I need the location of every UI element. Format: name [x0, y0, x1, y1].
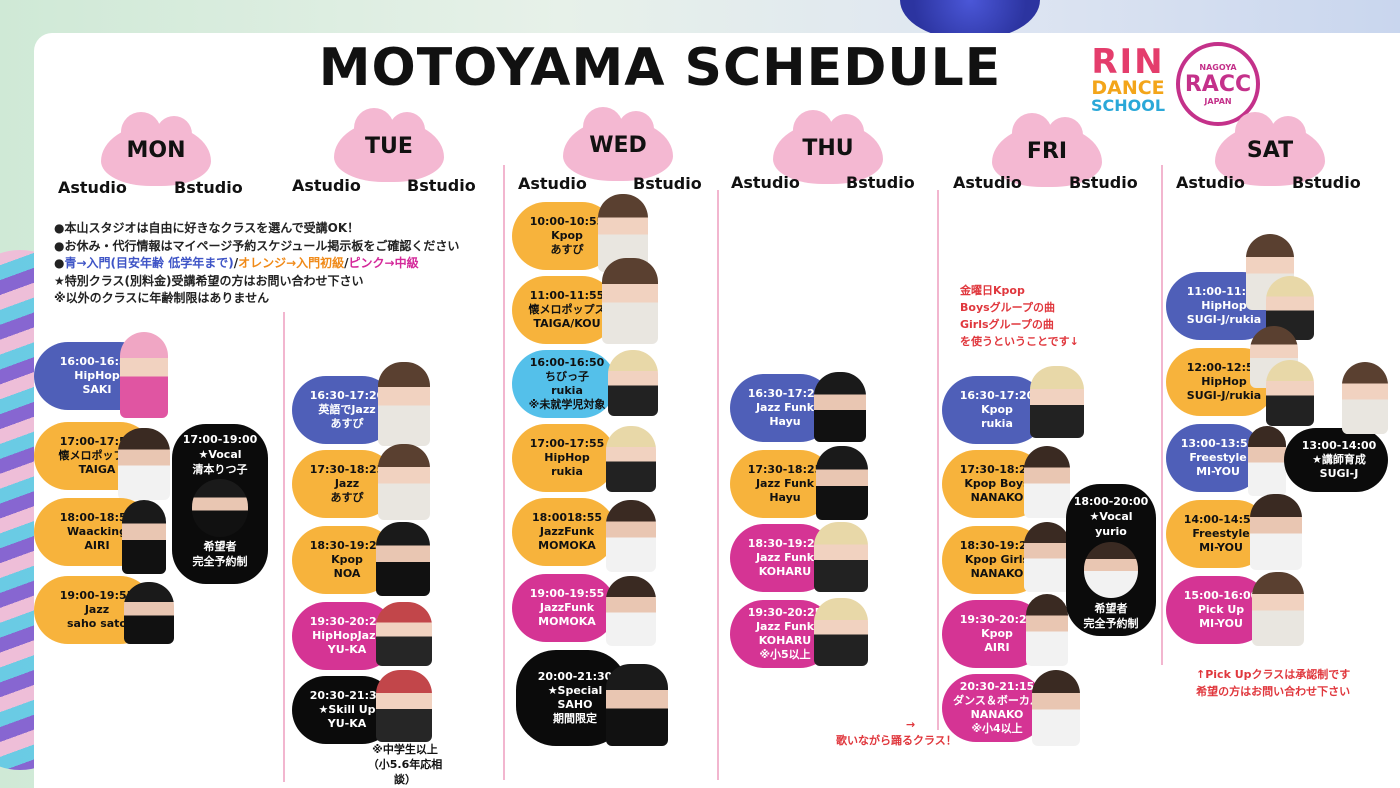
instructor-photo: [1032, 670, 1080, 746]
instructor-photo: [118, 428, 170, 500]
studio-a-label: Astudio: [292, 176, 361, 195]
instructor-photo: [1084, 542, 1138, 598]
instructor-photo: [1024, 446, 1070, 518]
studio-b-label: Bstudio: [846, 173, 915, 192]
page-title: MOTOYAMA SCHEDULE: [318, 38, 1002, 98]
instructor-photo: [376, 522, 430, 596]
instructor-photo: [606, 426, 656, 492]
studio-b-label: Bstudio: [1069, 173, 1138, 192]
studio-a-label: Astudio: [1176, 173, 1245, 192]
studio-a-label: Astudio: [731, 173, 800, 192]
fri-vocal-dance-note: 歌いながら踊るクラス！: [836, 734, 957, 747]
instructor-photo: [1252, 572, 1304, 646]
day-header-mon: MON: [101, 112, 211, 186]
instructor-photo: [122, 500, 166, 574]
column-divider: [503, 165, 505, 780]
instructor-photo: [1030, 366, 1084, 438]
instructor-photo: [814, 522, 868, 592]
instructor-photo: [1248, 426, 1286, 496]
schedule-notes: ●本山スタジオは自由に好きなクラスを選んで受講OK！ ●お休み・代行情報はマイペ…: [54, 221, 460, 305]
instructor-photo: [1024, 522, 1070, 592]
studio-a-label: Astudio: [58, 178, 127, 197]
instructor-photo: [1342, 362, 1388, 434]
day-header-sat: SAT: [1215, 112, 1325, 186]
instructor-photo: [606, 576, 656, 646]
instructor-photo: [120, 332, 168, 418]
instructor-photo: [1250, 494, 1302, 570]
instructor-photo: [608, 350, 658, 416]
column-divider: [283, 312, 285, 782]
instructor-photo: [814, 372, 866, 442]
instructor-photo: [602, 258, 658, 344]
tue-age-note: ※中学生以上（小5.6年応相談）: [367, 743, 443, 786]
instructor-photo: [192, 479, 248, 537]
studio-b-label: Bstudio: [633, 174, 702, 193]
studio-a-label: Astudio: [953, 173, 1022, 192]
studio-b-label: Bstudio: [1292, 173, 1361, 192]
fri-arrow: →: [906, 718, 916, 731]
day-header-tue: TUE: [334, 108, 444, 182]
instructor-photo: [1266, 360, 1314, 426]
fri-kpop-note: 金曜日Kpop Boysグループの曲 Girlsグループの曲 を使うということで…: [960, 284, 1079, 348]
instructor-photo: [1026, 594, 1068, 666]
instructor-photo: [814, 598, 868, 666]
day-header-thu: THU: [773, 110, 883, 184]
day-header-wed: WED: [563, 107, 673, 181]
racc-logo: NAGOYA RACC JAPAN: [1176, 42, 1260, 126]
studio-b-label: Bstudio: [174, 178, 243, 197]
instructor-photo: [378, 444, 430, 520]
vocal-class-slot[interactable]: 18:00-20:00 ★Vocal yurio 希望者 完全予約制: [1066, 484, 1156, 636]
studio-b-label: Bstudio: [407, 176, 476, 195]
pickup-note: ↑Pick Upクラスは承認制です 希望の方はお問い合わせ下さい: [1196, 668, 1351, 698]
vocal-class-slot[interactable]: 17:00-19:00 ★Vocal 清本りつ子 希望者 完全予約制: [172, 424, 268, 584]
column-divider: [1161, 165, 1163, 665]
instructor-photo: [376, 602, 432, 666]
day-header-fri: FRI: [992, 113, 1102, 187]
studio-a-label: Astudio: [518, 174, 587, 193]
instructor-photo: [378, 362, 430, 446]
column-divider: [937, 190, 939, 730]
instructor-photo: [606, 664, 668, 746]
instructor-photo: [606, 500, 656, 572]
column-divider: [717, 190, 719, 780]
instructor-photo: [816, 446, 868, 520]
instructor-photo: [376, 670, 432, 742]
instructor-photo: [124, 582, 174, 644]
rin-dance-school-logo: RIN DANCE SCHOOL: [1090, 42, 1166, 115]
